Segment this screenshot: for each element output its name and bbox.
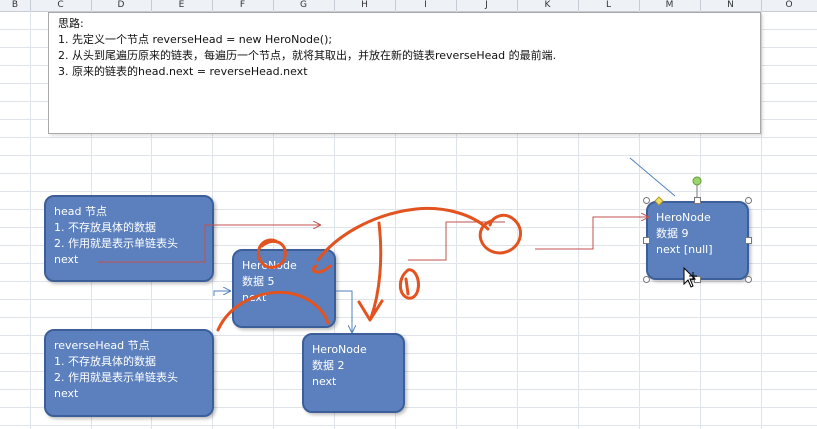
ink-drop-line xyxy=(369,221,383,320)
column-header[interactable]: M xyxy=(639,0,701,11)
hero-node-2-shape[interactable]: HeroNode 数据 2 next xyxy=(302,333,405,413)
column-header[interactable]: L xyxy=(578,0,640,11)
hero-node-2-data: 数据 2 xyxy=(312,359,345,372)
node-9-link-arrow[interactable] xyxy=(535,217,648,250)
move-cursor-icon xyxy=(683,266,697,288)
note-line-2: 2. 从头到尾遍历原来的链表，每遍历一个节点，就将其取出，并放在新的链表reve… xyxy=(58,49,557,62)
reverse-head-node-line-1: 1. 不存放具体的数据 xyxy=(54,355,156,368)
column-header-bar: B C D E F G H I J K L M N O xyxy=(0,0,817,12)
head-node-next: next xyxy=(54,253,79,266)
ink-arc-bottom xyxy=(216,290,330,332)
resize-handle-top[interactable] xyxy=(694,197,701,204)
hero-node-9-title: HeroNode xyxy=(656,211,711,224)
column-header[interactable]: K xyxy=(517,0,579,11)
reverse-head-node-shape[interactable]: reverseHead 节点 1. 不存放具体的数据 2. 作用就是表示单链表头… xyxy=(44,329,214,417)
hero-node-9-next: next [null] xyxy=(656,243,713,256)
middle-chain-arrow[interactable] xyxy=(408,221,505,261)
head-next-arrow[interactable] xyxy=(98,225,320,263)
ink-arc-top xyxy=(316,206,490,262)
ink-circle-node-5 xyxy=(256,238,287,269)
note-line-3: 3. 原来的链表的head.next = reverseHead.next xyxy=(58,65,308,78)
head-node-shape[interactable]: head 节点 1. 不存放具体的数据 2. 作用就是表示单链表头 next xyxy=(44,195,214,282)
note-line-1: 1. 先定义一个节点 reverseHead = new HeroNode(); xyxy=(58,33,333,46)
head-node-title: head 节点 xyxy=(54,205,107,218)
rotation-handle[interactable] xyxy=(692,176,702,186)
head-node-line-1: 1. 不存放具体的数据 xyxy=(54,221,156,234)
reverse-head-node-title: reverseHead 节点 xyxy=(54,339,150,352)
orange-annotation-ink xyxy=(216,206,522,332)
hero-node-2-title: HeroNode xyxy=(312,343,367,356)
ink-circle-right xyxy=(478,213,522,255)
reverse-head-arrow[interactable] xyxy=(213,291,230,296)
column-header[interactable]: N xyxy=(700,0,762,11)
reverse-head-node-line-2: 2. 作用就是表示单链表头 xyxy=(54,371,178,384)
node-9-pointer-line[interactable] xyxy=(629,157,676,197)
column-header[interactable]: H xyxy=(334,0,396,11)
resize-handle-right[interactable] xyxy=(745,237,752,244)
hero-node-2-next: next xyxy=(312,375,337,388)
resize-handle-bottom-right[interactable] xyxy=(745,276,752,283)
node-5-next-arrow[interactable] xyxy=(336,290,352,332)
hero-node-9-data: 数据 9 xyxy=(656,227,689,240)
column-header[interactable]: D xyxy=(91,0,152,11)
adjust-handle[interactable] xyxy=(654,196,664,206)
resize-handle-left[interactable] xyxy=(643,237,650,244)
resize-handle-bottom-left[interactable] xyxy=(643,276,650,283)
ink-circle-one xyxy=(398,268,420,300)
column-header[interactable]: C xyxy=(30,0,92,11)
resize-handle-top-left[interactable] xyxy=(643,197,650,204)
column-header[interactable]: E xyxy=(151,0,213,11)
ink-hook xyxy=(311,264,332,274)
thinking-note-textbox[interactable]: 思路: 1. 先定义一个节点 reverseHead = new HeroNod… xyxy=(48,12,761,134)
column-header[interactable]: F xyxy=(212,0,274,11)
column-header[interactable]: G xyxy=(273,0,335,11)
reverse-head-node-next: next xyxy=(54,387,79,400)
column-header[interactable]: O xyxy=(785,0,793,10)
column-header[interactable]: B xyxy=(0,0,31,11)
head-node-line-2: 2. 作用就是表示单链表头 xyxy=(54,237,178,250)
resize-handle-top-right[interactable] xyxy=(745,197,752,204)
ink-drop-arrowhead xyxy=(357,299,384,322)
column-header[interactable]: I xyxy=(395,0,457,11)
note-title: 思路: xyxy=(58,17,84,30)
ink-digit-one xyxy=(404,277,410,296)
hero-node-5-data: 数据 5 xyxy=(242,275,275,288)
column-header[interactable]: J xyxy=(456,0,518,11)
